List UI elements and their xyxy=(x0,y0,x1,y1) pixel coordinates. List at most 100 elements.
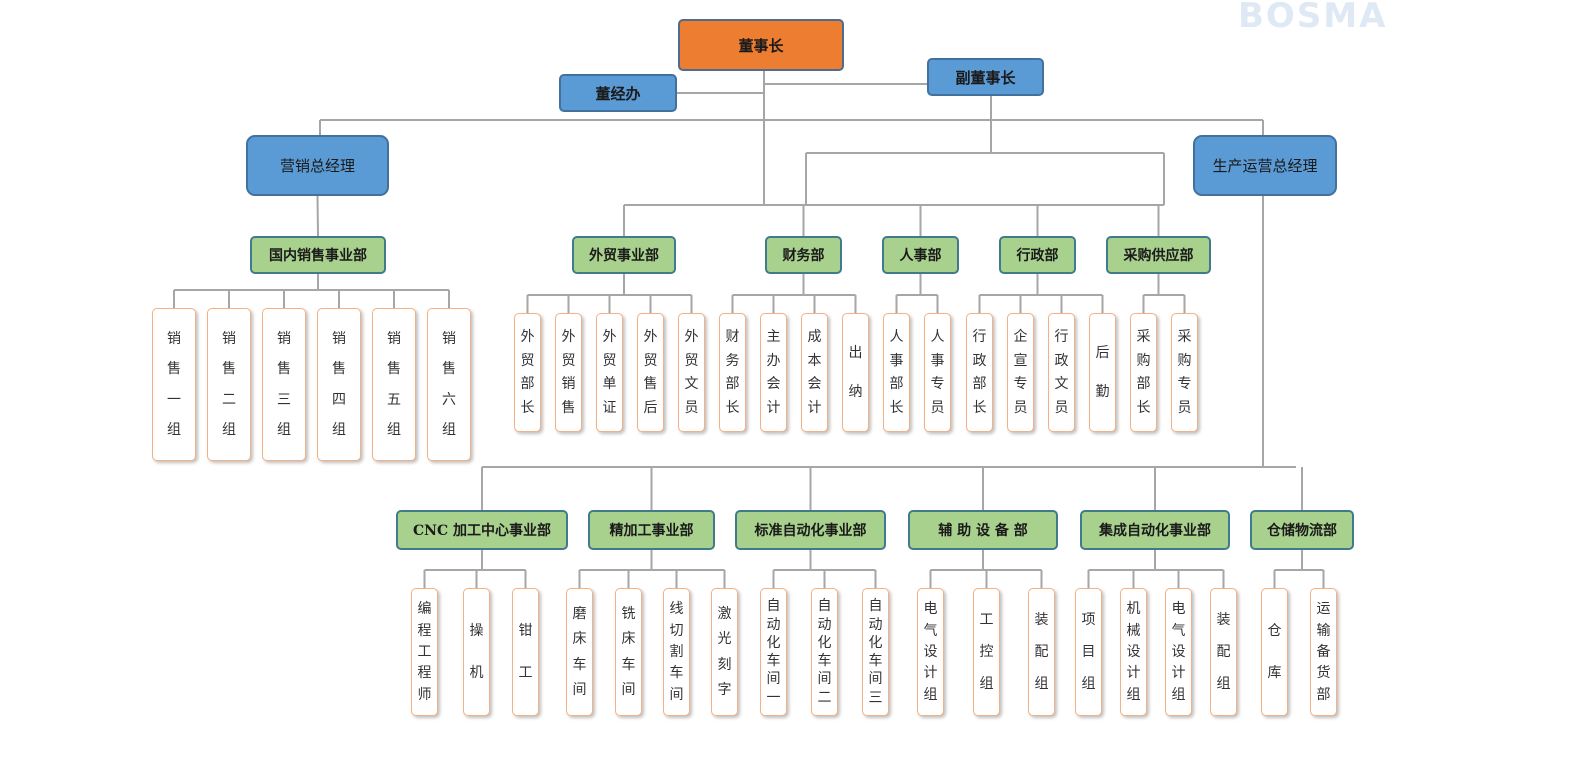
org-node-u-h1: 人事部长 xyxy=(883,313,910,432)
org-node-label: 自动化车间二 xyxy=(817,598,832,706)
org-node-sales-gm: 营销总经理 xyxy=(246,135,389,196)
org-node-label: 电气设计组 xyxy=(1171,601,1186,703)
org-node-u-s6: 销售六组 xyxy=(427,308,471,461)
org-node-label: 销售三组 xyxy=(277,330,291,439)
domestic-link xyxy=(316,195,319,237)
org-node-u-p2: 采购专员 xyxy=(1171,313,1198,432)
org-node-u-i1: 项目组 xyxy=(1075,588,1102,716)
org-node-label: 外贸部长 xyxy=(520,328,535,417)
org-node-label: 机械设计组 xyxy=(1126,601,1141,703)
org-node-vice: 副董事长 xyxy=(927,58,1044,96)
org-node-u-j1: 磨床车间 xyxy=(566,588,593,716)
org-node-label: 销售五组 xyxy=(387,330,401,439)
org-node-u-s1: 销售一组 xyxy=(152,308,196,461)
org-node-u-c4: 出纳 xyxy=(842,313,869,432)
org-node-label: 精加工事业部 xyxy=(609,523,694,539)
org-node-label: 行政部长 xyxy=(972,328,987,417)
org-node-chair: 董事长 xyxy=(678,19,844,71)
org-node-u-a2: 企宣专员 xyxy=(1007,313,1034,432)
org-node-u-a1: 行政部长 xyxy=(966,313,993,432)
org-node-u-p1: 采购部长 xyxy=(1130,313,1157,432)
org-node-u-n1: 编程工程师 xyxy=(411,588,438,716)
org-node-label: 电气设计组 xyxy=(923,601,938,703)
org-node-u-j3: 线切割车间 xyxy=(663,588,690,716)
org-node-u-s2: 销售二组 xyxy=(207,308,251,461)
org-node-u-j4: 激光刻字 xyxy=(711,588,738,716)
org-node-label: 销售六组 xyxy=(442,330,456,439)
org-node-u-i4: 装配组 xyxy=(1210,588,1237,716)
org-node-u-w1: 仓库 xyxy=(1261,588,1288,716)
org-node-label: 工控组 xyxy=(979,612,994,692)
org-node-label: 自动化车间三 xyxy=(868,598,883,706)
org-node-label: 人事专员 xyxy=(930,328,945,417)
org-node-u-f1: 外贸部长 xyxy=(514,313,541,432)
org-node-u-a4: 后勤 xyxy=(1089,313,1116,432)
org-node-label: 辅 助 设 备 部 xyxy=(938,523,1028,539)
watermark-logo: BOSMA xyxy=(1238,2,1388,30)
org-node-label: 磨床车间 xyxy=(572,605,587,699)
org-node-label: 编程工程师 xyxy=(417,601,432,703)
org-node-prod-gm: 生产运营总经理 xyxy=(1193,135,1337,196)
org-node-label: 副董事长 xyxy=(955,68,1016,87)
org-node-label: 营销总经理 xyxy=(279,157,355,175)
org-node-label: 装配组 xyxy=(1216,612,1231,692)
org-node-label: 外贸销售 xyxy=(561,328,576,417)
org-node-u-i2: 机械设计组 xyxy=(1120,588,1147,716)
org-node-u-w2: 运输备货部 xyxy=(1310,588,1337,716)
org-node-label: 外贸单证 xyxy=(602,328,617,417)
org-node-label: 人事部长 xyxy=(889,328,904,417)
org-node-label: 装配组 xyxy=(1034,612,1049,692)
org-node-d-finance: 财务部 xyxy=(765,236,842,274)
org-node-label: 激光刻字 xyxy=(717,605,732,699)
org-node-u-x3: 装配组 xyxy=(1028,588,1055,716)
org-node-label: 仓储物流部 xyxy=(1267,523,1337,539)
org-node-d-aux: 辅 助 设 备 部 xyxy=(908,510,1058,550)
org-node-label: 项目组 xyxy=(1081,612,1096,692)
org-node-label: 铣床车间 xyxy=(621,605,636,699)
org-node-d-int: 集成自动化事业部 xyxy=(1080,510,1230,550)
org-node-d-hr: 人事部 xyxy=(882,236,959,274)
org-node-label: 行政文员 xyxy=(1054,328,1069,417)
org-node-u-a3: 行政文员 xyxy=(1048,313,1075,432)
org-node-label: 后勤 xyxy=(1095,344,1110,401)
org-node-label: 董事长 xyxy=(738,36,784,55)
org-node-label: 自动化车间一 xyxy=(766,598,781,706)
org-node-u-f5: 外贸文员 xyxy=(678,313,705,432)
org-node-label: 采购专员 xyxy=(1177,328,1192,417)
org-node-u-n2: 操机 xyxy=(463,588,490,716)
org-node-label: 外贸事业部 xyxy=(589,248,659,264)
org-node-u-b2: 自动化车间二 xyxy=(811,588,838,716)
org-node-label: 成本会计 xyxy=(807,328,822,417)
org-node-label: 销售一组 xyxy=(167,330,181,439)
org-node-d-wh: 仓储物流部 xyxy=(1250,510,1354,550)
org-node-label: 采购供应部 xyxy=(1123,248,1194,264)
org-node-u-f2: 外贸销售 xyxy=(555,313,582,432)
org-node-label: 财务部 xyxy=(782,248,825,264)
org-node-label: 运输备货部 xyxy=(1316,601,1331,703)
org-node-label: 生产运营总经理 xyxy=(1212,157,1318,175)
org-node-u-b3: 自动化车间三 xyxy=(862,588,889,716)
org-node-u-c1: 财务部长 xyxy=(719,313,746,432)
org-node-d-purchase: 采购供应部 xyxy=(1106,236,1211,274)
org-node-u-s3: 销售三组 xyxy=(262,308,306,461)
org-node-u-c3: 成本会计 xyxy=(801,313,828,432)
org-node-u-x2: 工控组 xyxy=(973,588,1000,716)
org-node-u-c2: 主办会计 xyxy=(760,313,787,432)
org-node-label: 操机 xyxy=(469,622,484,682)
org-node-label: CNC 加工中心事业部 xyxy=(413,523,551,539)
org-node-d-std: 标准自动化事业部 xyxy=(735,510,886,550)
org-node-u-j2: 铣床车间 xyxy=(615,588,642,716)
org-node-d-admin: 行政部 xyxy=(999,236,1076,274)
org-node-label: 采购部长 xyxy=(1136,328,1151,417)
org-node-label: 主办会计 xyxy=(766,328,781,417)
org-node-label: 销售二组 xyxy=(222,330,236,439)
org-node-label: 线切割车间 xyxy=(669,601,684,703)
org-node-label: 出纳 xyxy=(848,344,863,401)
org-node-u-h2: 人事专员 xyxy=(924,313,951,432)
org-node-label: 钳工 xyxy=(518,622,533,682)
org-node-label: 销售四组 xyxy=(332,330,346,439)
org-node-u-n3: 钳工 xyxy=(512,588,539,716)
org-node-office: 董经办 xyxy=(559,74,677,112)
